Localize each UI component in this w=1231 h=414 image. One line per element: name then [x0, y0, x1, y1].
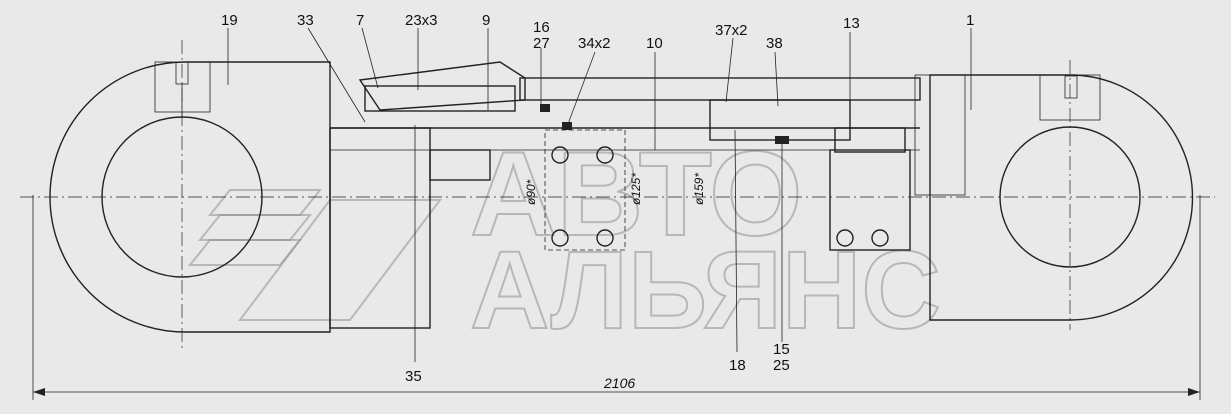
callout-13: 13: [843, 15, 860, 32]
callout-33: 33: [297, 12, 314, 29]
callout-23x3: 23x3: [405, 12, 438, 29]
leader-lines: [227, 27, 972, 362]
overall-length-label: 2106: [603, 375, 635, 391]
callout-1: 1: [966, 12, 974, 29]
right-eye: [914, 60, 1194, 330]
diameter-159: ø159*: [692, 173, 706, 205]
callout-7: 7: [356, 12, 364, 29]
callout-10: 10: [646, 35, 663, 52]
callout-27: 27: [533, 35, 550, 52]
watermark-logo: АВТО АЛЬЯНС: [187, 126, 942, 353]
callout-9: 9: [482, 12, 490, 29]
diameter-90: ø90*: [524, 179, 538, 205]
left-eye: [49, 40, 331, 350]
callout-16: 16: [533, 19, 550, 36]
watermark-line1: АВТО: [470, 127, 802, 261]
watermark-line2: АЛЬЯНС: [470, 229, 941, 352]
callout-15: 15: [773, 341, 790, 358]
callout-35: 35: [405, 368, 422, 385]
callout-25: 25: [773, 357, 790, 374]
callout-37x2: 37x2: [715, 22, 748, 39]
overall-dimension: 2106: [32, 195, 1201, 400]
callout-19: 19: [221, 12, 238, 29]
piston-rod: [329, 99, 911, 329]
diameter-125: ø125*: [629, 173, 643, 205]
callout-34x2: 34x2: [578, 35, 611, 52]
callout-38: 38: [766, 35, 783, 52]
callout-18: 18: [729, 357, 746, 374]
